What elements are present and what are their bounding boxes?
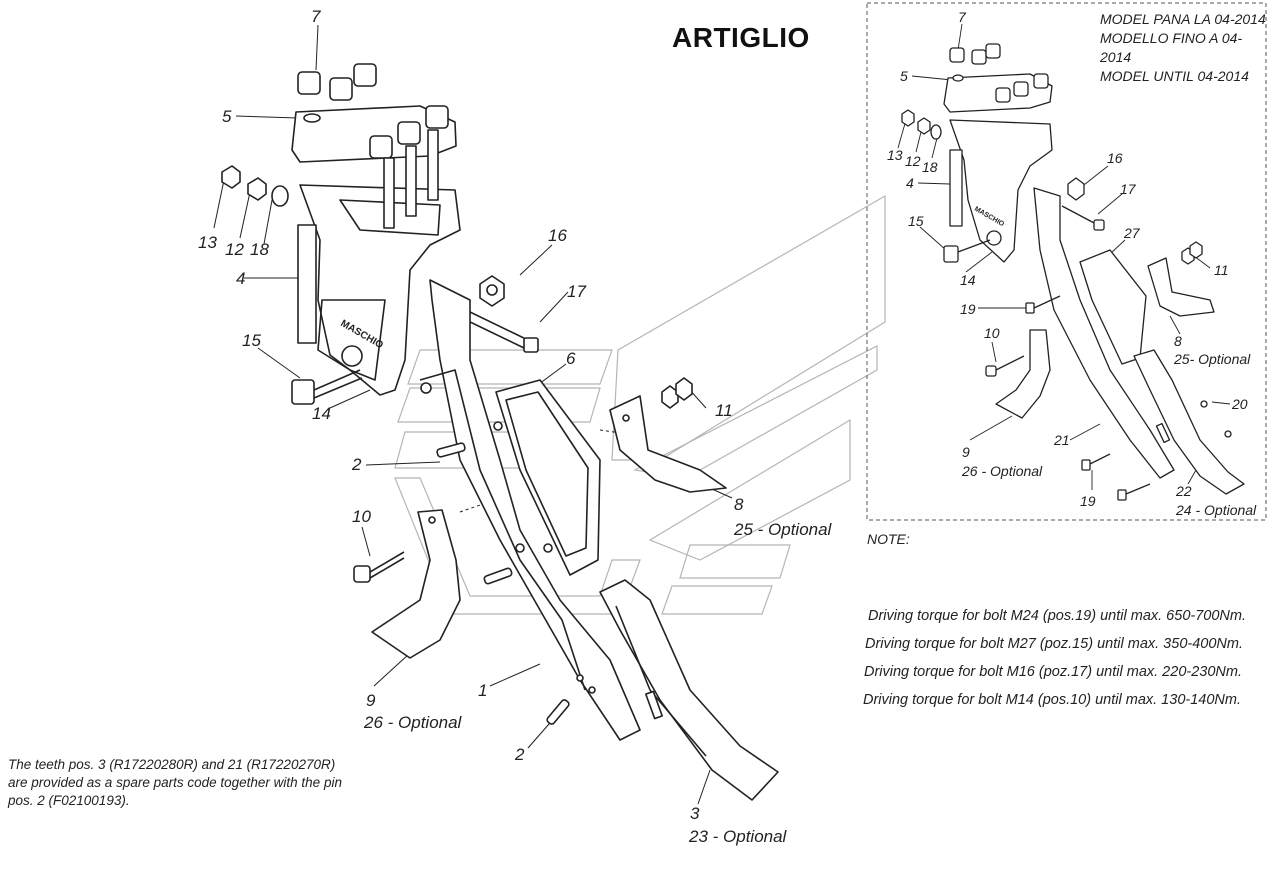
main-assembly: MASCHIO [213, 24, 779, 805]
model-line: MODELLO FINO A 04-2014 [1100, 30, 1243, 65]
inset-label-18: 18 [922, 159, 938, 175]
label-2b: 2 [514, 745, 525, 764]
inset-label-11: 11 [1214, 262, 1229, 278]
inset-label-27: 27 [1123, 225, 1141, 241]
inset-callouts: 7 5 13 12 18 4 16 17 15 14 27 11 19 8 25… [887, 9, 1257, 518]
top-nuts [297, 63, 449, 159]
model-line: MODEL PANA LA 04-2014 [1100, 11, 1266, 27]
label-5: 5 [222, 107, 232, 126]
label-6: 6 [566, 349, 576, 368]
inset-label-19b: 19 [1080, 493, 1096, 509]
inset-top-nuts [949, 43, 1049, 103]
label-2a: 2 [351, 455, 362, 474]
main-callouts: 7 5 13 12 18 4 16 17 15 14 6 11 2 8 25 -… [198, 7, 833, 846]
inset-label-14: 14 [960, 272, 976, 288]
main-leader-lines [213, 24, 733, 805]
inset-label-22: 22 [1175, 483, 1192, 499]
inset-label-9: 9 [962, 444, 970, 460]
label-17: 17 [567, 282, 586, 301]
torque-line: Driving torque for bolt M24 (pos.19) unt… [868, 608, 1246, 624]
inset-label-13: 13 [887, 147, 903, 163]
inset-label-17: 17 [1120, 181, 1137, 197]
inset-label-9-optional: 26 - Optional [961, 463, 1043, 479]
inset-label-8: 8 [1174, 333, 1182, 349]
inset-label-5: 5 [900, 68, 908, 84]
label-3-optional: 23 - Optional [688, 827, 788, 846]
note-heading: NOTE: [867, 531, 910, 547]
vertical-bolts [383, 129, 439, 229]
page-title: ARTIGLIO [672, 22, 810, 53]
inset-label-21: 21 [1053, 432, 1070, 448]
inset-label-24-optional: 24 - Optional [1175, 502, 1257, 518]
label-9: 9 [366, 691, 376, 710]
inset-assembly: MASCHIO [897, 23, 1245, 501]
label-9-optional: 26 - Optional [363, 713, 463, 732]
label-7: 7 [311, 7, 321, 26]
inset-label-10: 10 [984, 325, 1000, 341]
label-18: 18 [250, 240, 269, 259]
inset-label-4: 4 [906, 175, 914, 191]
label-11: 11 [715, 401, 733, 420]
label-10: 10 [352, 507, 371, 526]
torque-line: Driving torque for bolt M16 (poz.17) unt… [864, 664, 1242, 680]
label-12: 12 [225, 240, 244, 259]
torque-list: Driving torque for bolt M24 (pos.19) unt… [862, 606, 1246, 718]
label-14: 14 [312, 404, 331, 423]
inset-label-12: 12 [905, 153, 921, 169]
label-16: 16 [548, 226, 567, 245]
label-15: 15 [242, 331, 261, 350]
label-13: 13 [198, 233, 217, 252]
inset-label-8-optional: 25- Optional [1173, 351, 1251, 367]
label-8-optional: 25 - Optional [733, 520, 833, 539]
label-3: 3 [690, 804, 700, 823]
model-validity-note: MODEL PANA LA 04-2014 MODELLO FINO A 04-… [1100, 10, 1271, 86]
inset-label-19a: 19 [960, 301, 976, 317]
inset-frame [866, 2, 1267, 521]
inset-label-7: 7 [958, 9, 967, 25]
inset-label-20: 20 [1231, 396, 1248, 412]
torque-line: Driving torque for bolt M27 (poz.15) unt… [865, 636, 1243, 652]
spare-parts-note: The teeth pos. 3 (R17220280R) and 21 (R1… [8, 757, 342, 808]
label-8: 8 [734, 495, 744, 514]
model-line: MODEL UNTIL 04-2014 [1100, 68, 1249, 84]
label-1: 1 [478, 681, 487, 700]
inset-label-15: 15 [908, 213, 924, 229]
pins [436, 442, 570, 725]
label-4: 4 [236, 269, 245, 288]
inset-label-16: 16 [1107, 150, 1123, 166]
torque-line: Driving torque for bolt M14 (pos.10) unt… [863, 692, 1241, 708]
